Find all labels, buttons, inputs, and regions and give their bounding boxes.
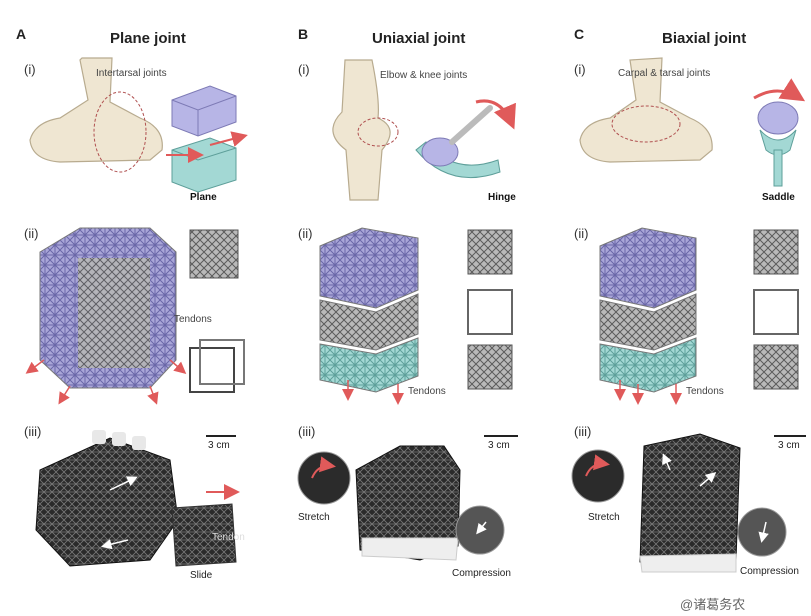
panel-c-scale-label: 3 cm: [778, 440, 800, 451]
panel-b-tendon-label: Tendons: [408, 386, 446, 397]
panel-a-i-foot-illustration: [29, 57, 163, 173]
panel-b-sub-ii: (ii): [298, 226, 313, 241]
panel-a-joint-type-label: Plane: [190, 192, 217, 203]
watermark: @诸葛务农: [680, 597, 746, 612]
panel-c-unit-cells: [753, 229, 799, 390]
panel-c-sub-iii: (iii): [574, 424, 592, 439]
panel-a-plane-joint-model: [166, 85, 248, 193]
panel-a-motion-label: Slide: [190, 570, 213, 581]
panel-a-ii-lattice: [25, 227, 187, 405]
panel-c-sub-i: (i): [574, 62, 586, 77]
panel-b-letter: B: [298, 26, 309, 42]
panel-c-joint-type-label: Saddle: [762, 192, 795, 203]
panel-a-scale-label: 3 cm: [208, 440, 230, 451]
panel-a-iii-photo: [35, 430, 240, 567]
panel-c-saddle-joint-model: [753, 78, 806, 187]
panel-b-sub-i: (i): [298, 62, 310, 77]
panel-b-i-knee-illustration: [332, 59, 399, 201]
panel-c-sub-ii: (ii): [574, 226, 589, 241]
panel-b-hinge-joint-model: [415, 99, 516, 179]
panel-b-scale-label: 3 cm: [488, 440, 510, 451]
panel-a-title: Plane joint: [110, 30, 186, 47]
panel-c-iii-photo: [571, 433, 806, 573]
panel-a-sub-iii: (iii): [24, 424, 42, 439]
panel-c-tendon-label: Tendons: [686, 386, 724, 397]
panel-c-anatomy-label: Carpal & tarsal joints: [618, 68, 711, 79]
panel-a-sub-ii: (ii): [24, 226, 39, 241]
panel-b-motion-label-2: Compression: [452, 568, 511, 579]
panel-b-motion-label-1: Stretch: [298, 512, 330, 523]
panel-c-title: Biaxial joint: [662, 30, 747, 47]
panel-c-motion-label-2: Compression: [740, 566, 799, 577]
panel-a-unit-cells: [189, 229, 245, 393]
panel-a-tendon-label: Tendons: [174, 314, 212, 325]
panel-a-inset-label: Tendon: [212, 532, 245, 543]
panel-a-anatomy-label: Intertarsal joints: [96, 68, 167, 79]
panel-a-sub-i: (i): [24, 62, 36, 77]
panel-b-title: Uniaxial joint: [372, 30, 466, 47]
panel-b-ii-lattice: [319, 227, 419, 405]
panel-c-motion-label-1: Stretch: [588, 512, 620, 523]
panel-b-iii-photo: [297, 435, 518, 561]
panel-b-joint-type-label: Hinge: [488, 192, 516, 203]
panel-b-unit-cells: [467, 229, 513, 390]
panel-b-anatomy-label: Elbow & knee joints: [380, 70, 468, 81]
panel-c-ii-lattice: [599, 227, 697, 405]
panel-c-letter: C: [574, 26, 585, 42]
panel-c-i-foot-illustration: [579, 57, 713, 163]
panel-b-sub-iii: (iii): [298, 424, 316, 439]
panel-a-letter: A: [16, 26, 27, 42]
